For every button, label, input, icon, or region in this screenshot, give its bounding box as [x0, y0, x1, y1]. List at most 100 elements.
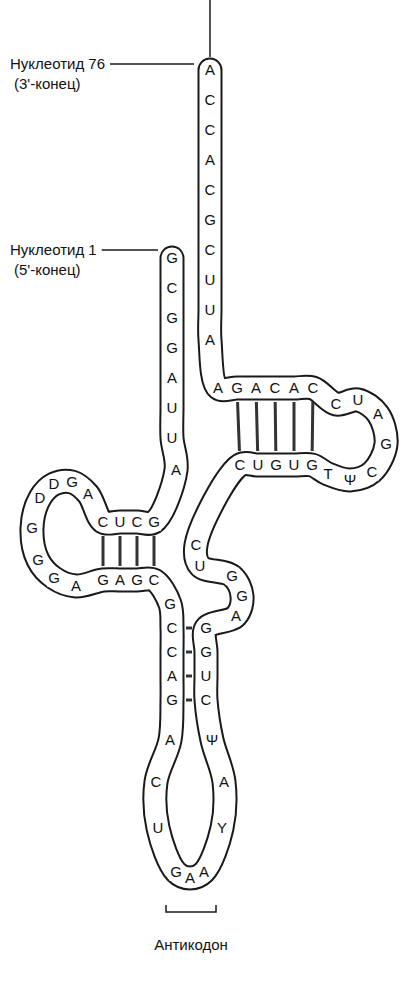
nucleotide-letter: C: [97, 514, 110, 531]
nucleotide-letter: G: [165, 692, 179, 709]
nucleotide-letter: C: [269, 380, 282, 397]
nucleotide-letter: U: [194, 558, 207, 575]
callout-label: Нуклеотид 1: [10, 242, 97, 259]
nucleotide-letter: C: [366, 464, 379, 481]
nucleotide-letter: G: [31, 552, 45, 569]
nucleotide-letter: A: [288, 380, 300, 397]
nucleotide-letter: G: [96, 572, 110, 589]
nucleotide-letter: G: [130, 572, 144, 589]
nucleotide-letter: G: [25, 520, 39, 537]
nucleotide-letter: C: [200, 692, 213, 709]
nucleotide-letter: Ψ: [343, 472, 358, 489]
nucleotide-letter: A: [250, 380, 262, 397]
end-line: [209, 0, 211, 57]
nucleotide-letter: A: [70, 578, 82, 595]
nucleotide-letter: G: [147, 514, 161, 531]
nucleotide-letter: A: [82, 486, 94, 503]
leader-line: [110, 63, 194, 65]
nucleotide-letter: C: [204, 92, 217, 109]
nucleotide-letter: U: [114, 514, 127, 531]
nucleotide-letter: A: [230, 608, 242, 625]
rna-backbone: [32, 70, 386, 878]
base-pair: [136, 536, 139, 566]
nucleotide-letter: A: [164, 732, 176, 749]
base-pair: [186, 699, 192, 702]
nucleotide-letter: C: [190, 537, 203, 554]
nucleotide-letter: A: [218, 774, 230, 791]
nucleotide-letter: G: [163, 596, 177, 613]
leader-group: [102, 64, 194, 250]
nucleotide-letter: U: [166, 430, 179, 447]
nucleotide-letter: G: [65, 474, 79, 491]
nucleotide-letter: A: [114, 572, 126, 589]
base-pair: [153, 536, 156, 566]
nucleotide-letter: C: [148, 572, 161, 589]
base-pair: [186, 627, 192, 630]
base-pair: [102, 536, 105, 566]
base-pair: [293, 402, 296, 451]
base-pair: [186, 675, 192, 678]
nucleotide-letter: A: [198, 864, 210, 881]
base-pair-group: [103, 402, 313, 700]
base-pair: [119, 536, 122, 566]
nucleotide-letter: G: [165, 340, 179, 357]
nucleotide-letter: Y: [216, 820, 228, 837]
nucleotide-letter: U: [352, 392, 365, 409]
anticodon-caption: Антикодон: [154, 937, 228, 954]
nucleotide-letter: U: [204, 302, 217, 319]
nucleotide-letter: U: [204, 272, 217, 289]
nucleotide-letter: A: [204, 62, 216, 79]
nucleotide-letter: C: [150, 774, 163, 791]
nucleotide-letter: G: [225, 568, 239, 585]
base-pair: [238, 402, 240, 451]
rna-backbone-outline: [32, 70, 386, 878]
nucleotide-letter: G: [165, 310, 179, 327]
nucleotide-letter: A: [166, 668, 178, 685]
callout-label: Нуклеотид 76: [10, 56, 105, 73]
nucleotide-letter: Ψ: [205, 732, 220, 749]
nucleotide-letter: A: [204, 332, 216, 349]
nucleotide-letter: G: [305, 457, 319, 474]
nucleotide-letter: C: [166, 280, 179, 297]
base-pair: [274, 402, 278, 451]
nucleotide-letter: U: [152, 820, 165, 837]
base-pair: [311, 402, 315, 451]
nucleotide-letter: G: [203, 212, 217, 229]
nucleotide-letter: U: [288, 457, 301, 474]
nucleotide-letter: C: [204, 182, 217, 199]
nucleotide-letter: A: [170, 462, 182, 479]
base-pair: [256, 402, 257, 451]
callout-label: (5'-конец): [14, 262, 80, 279]
callout-label: (3'-конец): [14, 76, 80, 93]
nucleotide-letter: U: [252, 457, 265, 474]
nucleotide-letter: G: [235, 588, 249, 605]
nucleotide-letter: A: [212, 380, 224, 397]
nucleotide-letter: C: [234, 457, 247, 474]
nucleotide-letter: A: [166, 370, 178, 387]
nucleotide-letter: G: [169, 864, 183, 881]
nucleotide-letter: C: [166, 620, 179, 637]
nucleotide-letter: C: [166, 644, 179, 661]
nucleotide-letter: C: [204, 242, 217, 259]
nucleotide-letter: U: [166, 400, 179, 417]
nucleotide-letter: G: [199, 620, 213, 637]
nucleotide-letter: A: [184, 870, 196, 887]
nucleotide-letter: G: [199, 644, 213, 661]
nucleotide-letter: G: [269, 457, 283, 474]
base-pair: [186, 651, 192, 654]
nucleotide-letter: U: [200, 668, 213, 685]
anticodon-bracket: [166, 905, 216, 912]
nucleotide-letter: C: [131, 514, 144, 531]
nucleotide-letter: G: [230, 380, 244, 397]
nucleotide-letter: A: [372, 406, 384, 423]
nucleotide-letter: G: [165, 250, 179, 267]
nucleotide-letter: C: [307, 380, 320, 397]
nucleotide-letter: A: [204, 152, 216, 169]
nucleotide-letter: C: [330, 396, 343, 413]
nucleotide-letter: G: [379, 436, 393, 453]
leader-line: [102, 249, 158, 251]
nucleotide-letter: C: [204, 122, 217, 139]
nucleotide-letter: D: [48, 476, 61, 493]
